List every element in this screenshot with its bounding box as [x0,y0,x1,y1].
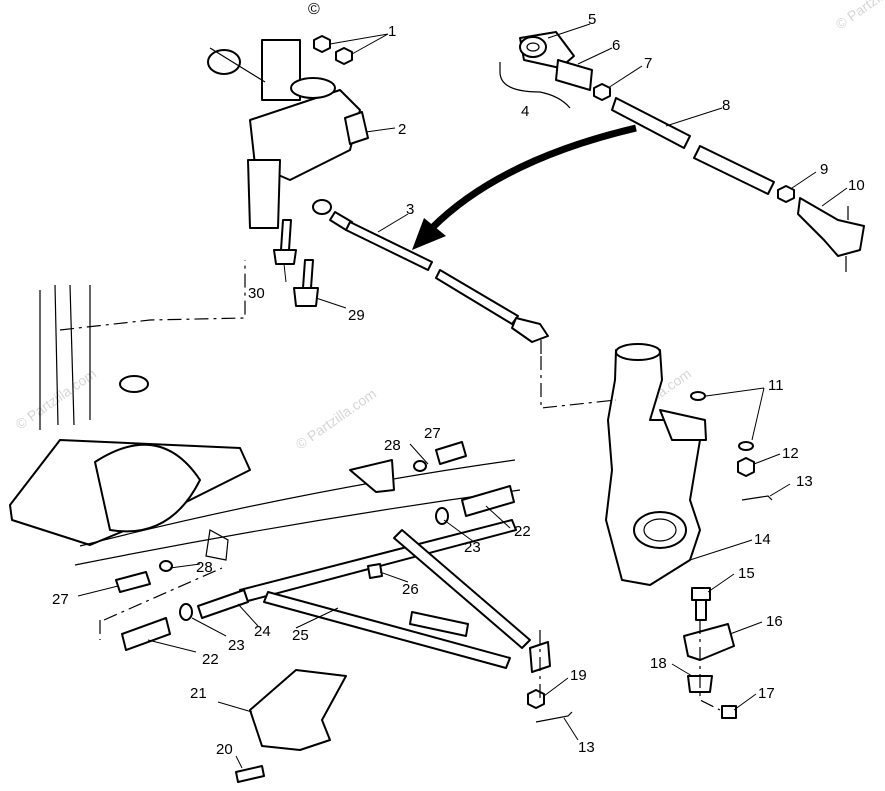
bolt-29 [293,259,319,307]
a-arm-25 [197,519,551,673]
callout-15: 15 [738,565,755,582]
callout-labels: 1 2 3 4 5 6 7 8 9 10 11 12 13 14 15 16 1… [52,11,865,758]
watermark: © Partzilla.com [833,0,885,32]
callout-11: 11 [768,377,784,394]
callout-23b: 23 [464,539,481,556]
tie-rod-end-assembly [499,31,865,272]
callout-24: 24 [254,623,271,640]
grease-fitting-26 [367,563,383,579]
callout-16: 16 [766,613,783,630]
callout-1: 1 [388,23,396,40]
callout-20: 20 [216,741,233,758]
plate-16 [683,623,735,661]
callout-25: 25 [292,627,309,644]
washer-11 [690,391,754,451]
callout-28: 28 [196,559,213,576]
callout-18: 18 [650,655,667,672]
watermark: © Partzilla.com [293,385,379,452]
callout-26: 26 [402,581,419,598]
callout-17: 17 [758,685,775,702]
callout-13: 13 [796,473,813,490]
callout-8: 8 [722,97,730,114]
bushing-23 [179,507,449,621]
callout-30: 30 [248,285,265,302]
nut-19 [527,689,545,709]
callout-27b: 27 [424,425,441,442]
leader-lines [77,23,848,769]
callout-5: 5 [588,11,596,28]
steering-post [207,39,369,229]
frame [9,284,521,566]
pin-22 [121,485,515,651]
callout-10: 10 [848,177,865,194]
callout-28b: 28 [384,437,401,454]
nut-1 [313,35,353,65]
centre-lines [59,260,721,711]
bolt-17 [721,705,737,719]
callout-27: 27 [52,591,69,608]
bolt-27 [115,441,467,593]
bolt-30 [273,219,297,265]
nut-12 [737,457,755,477]
callout-12: 12 [782,445,799,462]
tie-rod-3 [312,199,549,354]
cotter-pin-13 [741,495,773,501]
callout-29: 29 [348,307,365,324]
bracket-28 [159,459,427,572]
copyright-mark: © [308,1,320,18]
callout-19: 19 [570,667,587,684]
callout-3: 3 [406,201,414,218]
callout-14: 14 [754,531,771,548]
bolt-20 [235,765,265,783]
direction-arrow [412,124,637,250]
callout-7: 7 [644,55,652,72]
callout-9: 9 [820,161,828,178]
cotter-pin-13b [535,711,573,723]
skid-plate-21 [249,669,347,751]
bolt-15 [691,587,711,621]
callout-6: 6 [612,37,620,54]
callout-22b: 22 [514,523,531,540]
callout-23: 23 [228,637,245,654]
callout-4: 4 [521,103,529,120]
watermark: © Partzilla.com [13,365,99,432]
callout-13b: 13 [578,739,595,756]
callout-21: 21 [190,685,207,702]
callout-22: 22 [202,651,219,668]
steering-knuckle-14 [605,343,707,586]
callout-2: 2 [398,121,406,138]
